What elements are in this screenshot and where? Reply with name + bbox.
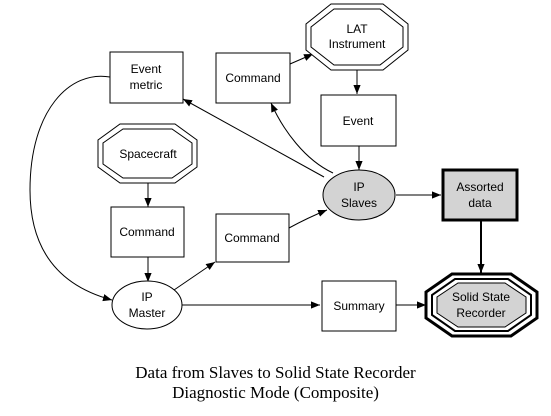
command-top-node: Command xyxy=(215,52,291,104)
ip-master-label-line1: IP xyxy=(141,290,152,304)
ip-slaves-node: IP Slaves xyxy=(322,169,396,221)
event-label: Event xyxy=(343,114,374,128)
command-mid-label: Command xyxy=(224,231,279,245)
event-node: Event xyxy=(320,94,397,147)
assorted-label-line2: data xyxy=(468,196,492,210)
edge-ip-slaves-to-command-top xyxy=(270,102,334,174)
solid-state-recorder-node: Solid State Recorder xyxy=(424,272,539,338)
lat-label-line2: Instrument xyxy=(329,37,386,51)
command-left-label: Command xyxy=(119,225,174,239)
lat-label-line1: LAT xyxy=(346,22,368,36)
lat-instrument-node: LAT Instrument xyxy=(305,3,409,71)
edge-event-metric-to-ip-master xyxy=(29,75,113,302)
edge-command-top-to-lat xyxy=(289,53,314,65)
command-top-label: Command xyxy=(225,71,280,85)
ip-slaves-label-line2: Slaves xyxy=(341,196,377,210)
spacecraft-node: Spacecraft xyxy=(97,123,198,184)
ssr-label-line2: Recorder xyxy=(456,306,505,320)
ip-master-label-line2: Master xyxy=(129,306,166,320)
edge-ip-slaves-to-event-metric xyxy=(182,98,325,178)
ip-slaves-label-line1: IP xyxy=(353,180,364,194)
edge-ip-master-to-command-mid xyxy=(173,261,216,291)
summary-node: Summary xyxy=(321,280,397,332)
command-mid-node: Command xyxy=(215,213,290,263)
edges xyxy=(29,53,485,309)
assorted-label-line1: Assorted xyxy=(456,180,503,194)
summary-label: Summary xyxy=(333,299,384,313)
ip-master-node: IP Master xyxy=(111,280,183,330)
spacecraft-label: Spacecraft xyxy=(119,147,177,161)
event-metric-label-line1: Event xyxy=(131,62,162,76)
event-metric-label-line2: metric xyxy=(130,78,163,92)
ssr-label-line1: Solid State xyxy=(452,290,510,304)
event-metric-node: Event metric xyxy=(109,51,184,104)
command-left-node: Command xyxy=(110,206,185,258)
edge-command-mid-to-ip-slaves xyxy=(288,209,328,229)
assorted-data-node: Assorted data xyxy=(441,168,519,222)
caption-line-1: Data from Slaves to Solid State Recorder xyxy=(135,363,416,382)
caption-line-2: Diagnostic Mode (Composite) xyxy=(172,383,379,402)
